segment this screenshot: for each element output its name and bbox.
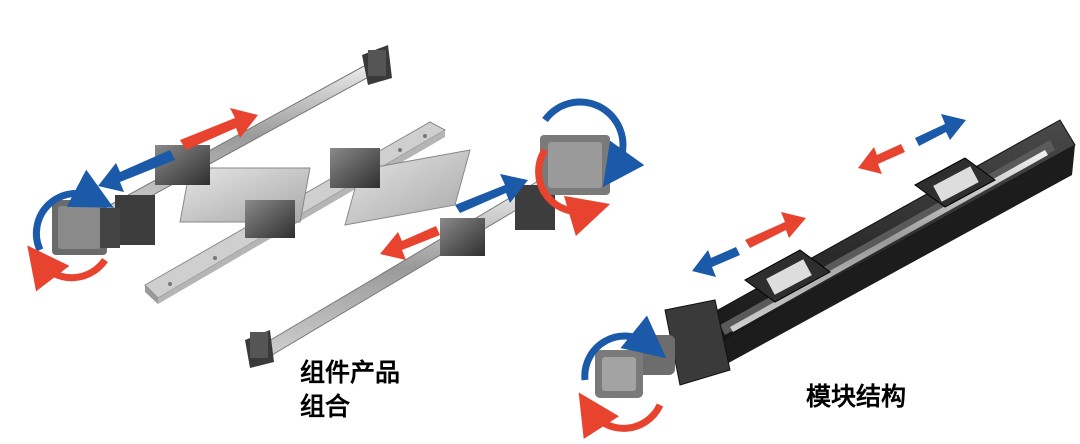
module-arrow-blue-2 bbox=[915, 114, 966, 146]
caption-line-2: 组合 bbox=[300, 392, 351, 421]
rotation-arrow-red-right bbox=[535, 148, 611, 237]
component-combination-caption: 组件产品 组合 bbox=[300, 356, 400, 424]
module-rotation-arrow-blue bbox=[581, 315, 667, 381]
module-rotation-arrow-red bbox=[578, 392, 664, 440]
screw-support-left bbox=[115, 195, 155, 245]
screw-nut-block-front bbox=[440, 218, 485, 256]
module-motor bbox=[595, 350, 643, 398]
module-structure-caption: 模块结构 bbox=[806, 382, 907, 411]
rotation-arrow-blue-right bbox=[542, 98, 645, 188]
stepper-motor-left bbox=[52, 200, 120, 255]
screw-nut-block-back bbox=[155, 145, 210, 185]
stepper-motor-right bbox=[540, 135, 610, 195]
module-arrow-blue-1 bbox=[692, 247, 740, 277]
rotation-arrow-red-left bbox=[27, 245, 108, 292]
module-arrow-red-2 bbox=[858, 144, 905, 174]
linear-arrow-red-front bbox=[380, 226, 440, 260]
rotation-arrow-blue-left bbox=[32, 169, 114, 252]
linear-arrow-blue-front bbox=[455, 174, 528, 213]
guide-block-2 bbox=[330, 148, 380, 188]
linear-arrow-blue-back bbox=[98, 150, 175, 192]
linear-module bbox=[578, 114, 1076, 440]
linear-arrow-red-back bbox=[180, 108, 258, 150]
guide-block-1 bbox=[245, 200, 295, 238]
caption-line-1: 组件产品 bbox=[300, 358, 401, 387]
module-arrow-red-1 bbox=[745, 212, 806, 248]
component-assembly bbox=[27, 45, 645, 368]
module-carriage-2 bbox=[914, 157, 996, 208]
module-carriage-1 bbox=[744, 249, 831, 303]
